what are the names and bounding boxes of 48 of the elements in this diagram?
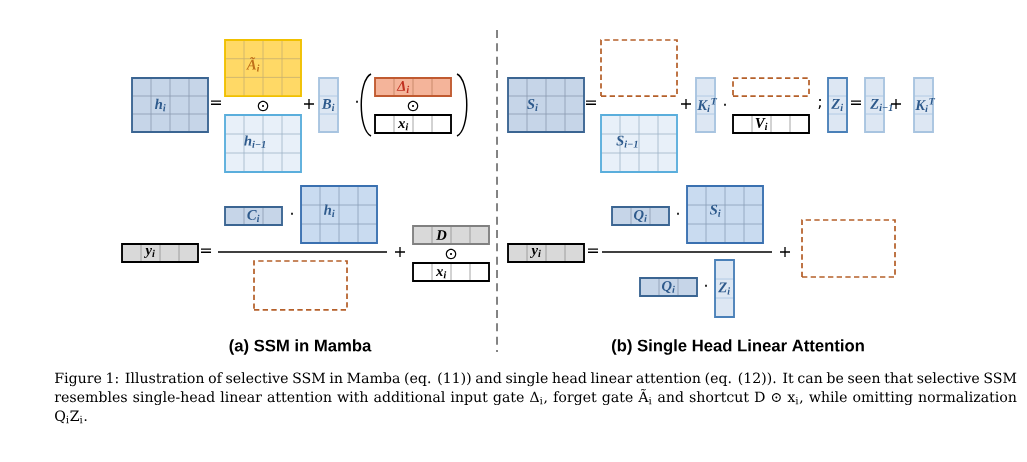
operator-symbol: · — [724, 103, 726, 106]
dashed-box — [253, 260, 348, 311]
vector: Δ$_{i}$ — [374, 77, 452, 97]
matrix: h$_{i−1}$ — [224, 114, 302, 173]
matrix: h$_{i}$ — [300, 185, 378, 244]
vector: D — [412, 225, 490, 245]
vector: B$_{i}$ — [318, 77, 339, 133]
subfigure-title: (a) SSM in Mamba — [229, 339, 372, 355]
operator-symbol: = — [851, 100, 861, 105]
vector: K$_{i}$T — [913, 77, 936, 133]
vector: Q$_{i}$ — [639, 277, 698, 297]
matrix: Ã$_{i}$ — [224, 39, 302, 98]
figure-caption: Figure 1: Illustration of selective SSM in Mamba (eq. (11)) and single head linear attention (eq. (12)). It can be seen that selective SSM resembles single-head linear attention with additional input gate Δ$_{i}$, forget gate Ã$_{i}$ and shortcut D ⊙ x$_{i}$, while omitting normalization Q$_{i}$Z$_{i}$. — [54, 372, 1017, 424]
operator-symbol: · — [291, 212, 293, 215]
vector: C$_{i}$ — [224, 206, 283, 226]
operator-symbol: · — [356, 100, 358, 103]
vector: y$_{i}$ — [121, 243, 199, 263]
matrix: S$_{i}$ — [686, 185, 764, 244]
vector: K$_{i}$T — [695, 77, 718, 133]
operator-symbol: + — [681, 99, 691, 109]
dashed-box — [732, 77, 810, 97]
operator-symbol: + — [395, 247, 405, 257]
operator-symbol: = — [588, 248, 598, 253]
operator-symbol: ; — [818, 98, 821, 110]
vector: y$_{i}$ — [507, 243, 585, 263]
operator-symbol: + — [780, 247, 790, 257]
operator-symbol: + — [891, 99, 901, 109]
operator-symbol: + — [304, 99, 314, 109]
matrix: S$_{i}$ — [507, 77, 585, 133]
vector: x$_{i}$ — [412, 262, 490, 282]
vector: Q$_{i}$ — [611, 206, 670, 226]
matrix: h$_{i}$ — [131, 77, 209, 133]
dashed-box — [801, 219, 896, 278]
matrix: S$_{i−1}$ — [600, 114, 678, 173]
vector: Z$_{i}$ — [714, 259, 735, 318]
operator-symbol: = — [211, 100, 221, 105]
operator-symbol: ⊙ — [445, 248, 457, 260]
subfigure-title: (b) Single Head Linear Attention — [612, 339, 864, 355]
vector: V$_{i}$ — [732, 114, 810, 134]
operator-symbol: ⊙ — [407, 100, 419, 112]
vector: Z$_{i}$ — [827, 77, 848, 133]
vector: x$_{i}$ — [374, 114, 452, 134]
operator-symbol: · — [705, 284, 707, 287]
operator-symbol: = — [586, 100, 596, 105]
operator-symbol: = — [201, 248, 211, 253]
operator-symbol: · — [677, 212, 679, 215]
operator-symbol: ⊙ — [257, 100, 269, 112]
dashed-box — [600, 39, 678, 97]
